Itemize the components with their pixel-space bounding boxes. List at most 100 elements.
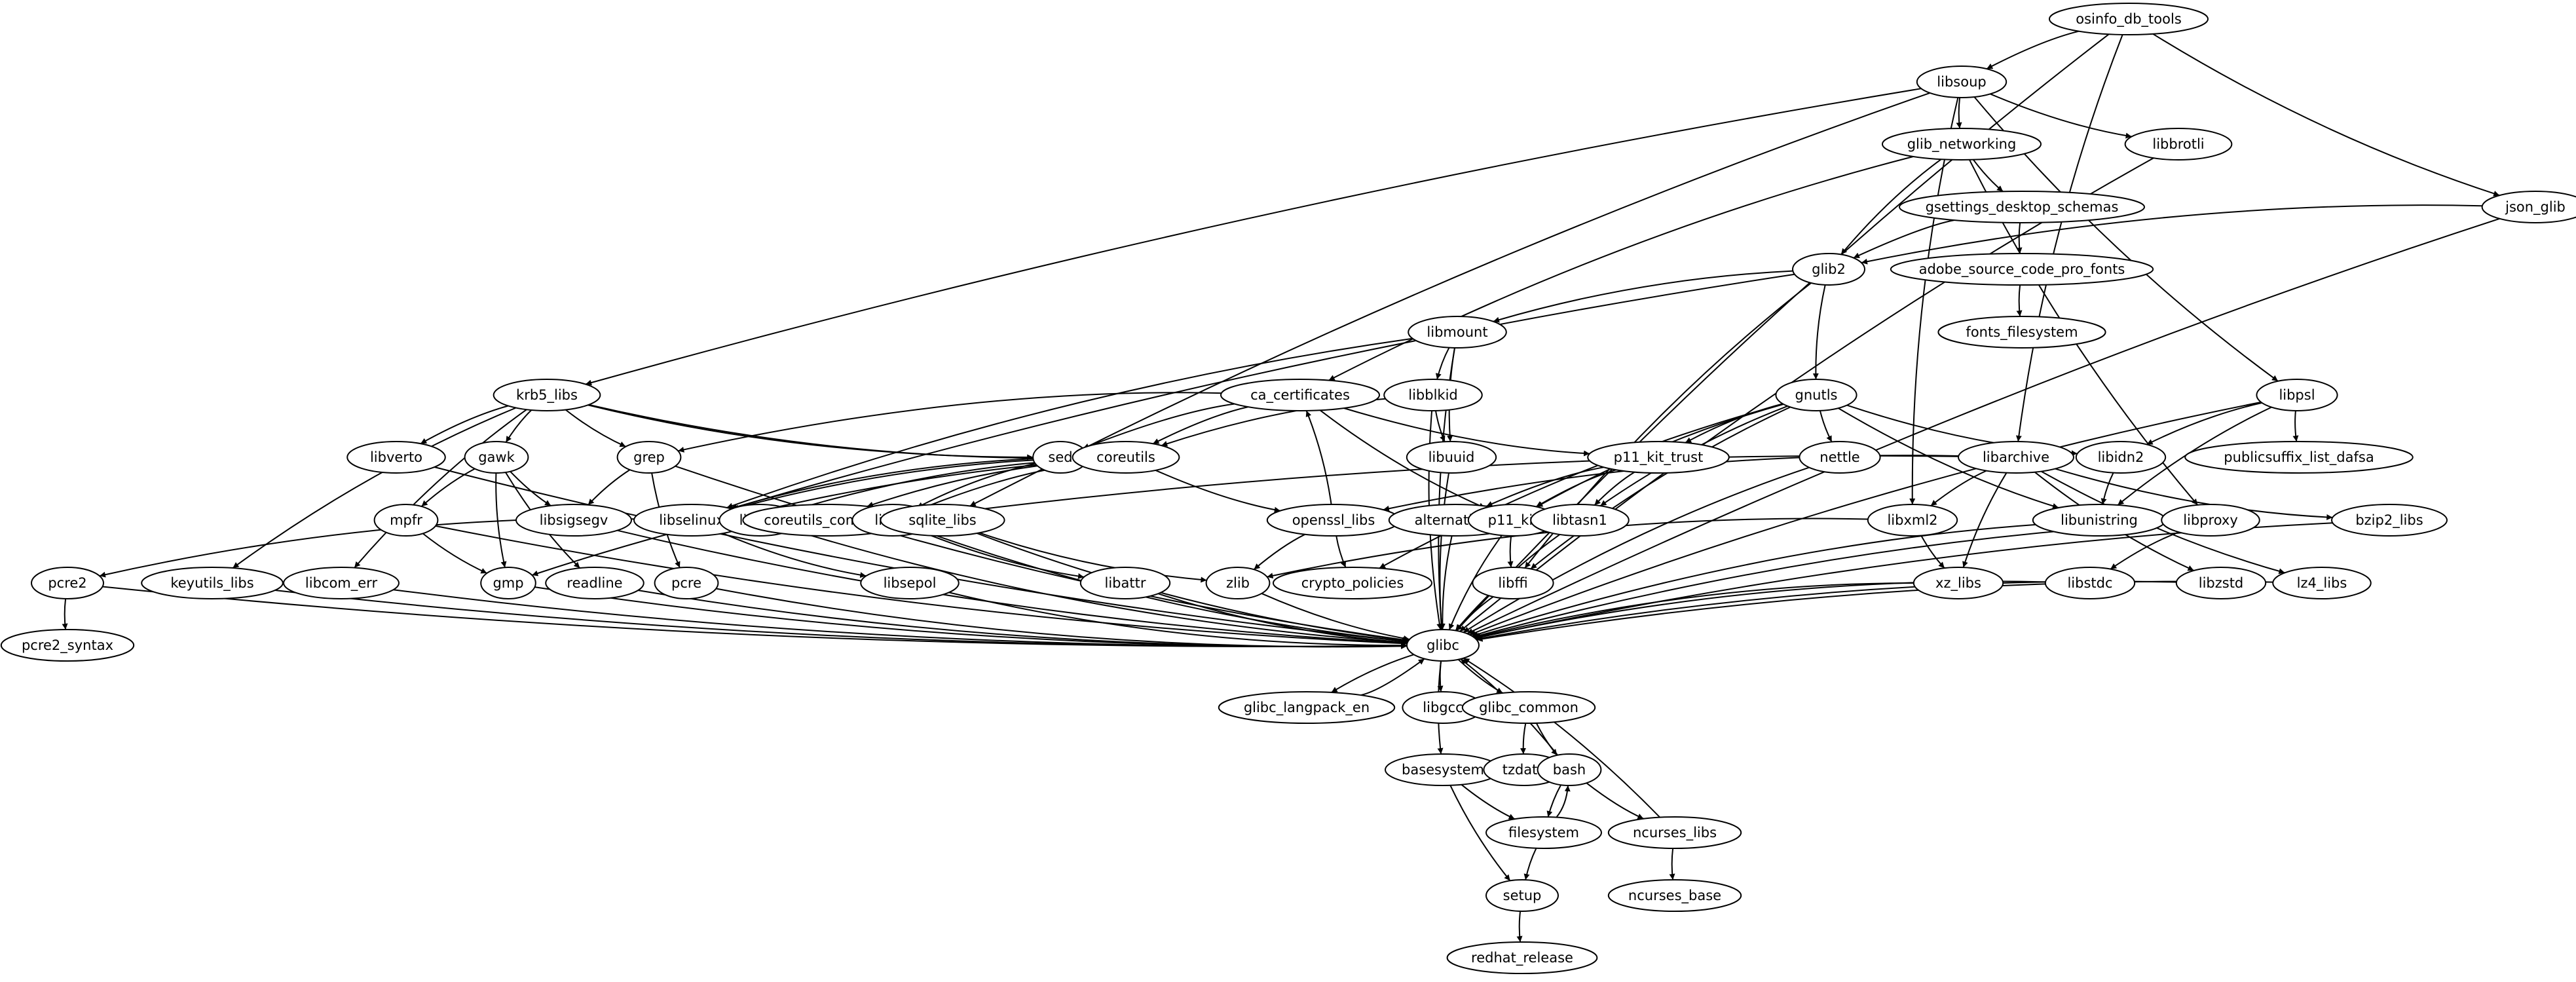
- edge-libarchive-to-libxml2: [1930, 470, 1987, 506]
- edge-gnutls-to-nettle: [1819, 410, 1833, 442]
- edge-json-glib-to-glib2: [1861, 204, 2482, 265]
- node-label: sed: [1048, 449, 1072, 465]
- node-label: libblkid: [1408, 387, 1458, 403]
- edge-krb5-libs-to-coreutils: [588, 404, 1073, 461]
- edge-openssl-libs-to-crypto-policies: [1335, 535, 1347, 568]
- node-label: libgcc: [1423, 700, 1463, 715]
- node-shape: [2481, 191, 2576, 223]
- graph-node-bash: bash: [1537, 753, 1602, 786]
- node-shape: [1799, 441, 1881, 474]
- graph-node-json-glib: json_glib: [2481, 191, 2576, 223]
- graph-node-libcom-err: libcom_err: [283, 567, 400, 599]
- node-label: readline: [567, 575, 622, 591]
- graph-node-krb5-libs: krb5_libs: [493, 379, 601, 411]
- node-shape: [480, 567, 536, 599]
- node-shape: [2256, 379, 2338, 411]
- node-label: libproxy: [2183, 512, 2238, 528]
- node-label: p11_kit_trust: [1614, 449, 1704, 466]
- edge-libuuid-to-glibc: [1438, 472, 1449, 630]
- node-shape: [346, 441, 446, 474]
- node-label: libffi: [1498, 575, 1527, 591]
- graph-node-libidn2: libidn2: [2075, 441, 2167, 474]
- graph-node-libsoup: libsoup: [1916, 66, 2007, 98]
- node-label: pcre2_syntax: [22, 637, 113, 654]
- node-label: bzip2_libs: [2355, 512, 2423, 529]
- edge-xz-libs-to-glibc: [1474, 582, 1914, 639]
- graph-node-nettle: nettle: [1799, 441, 1881, 474]
- graph-node-adobe-source-code-pro-fonts: adobe_source_code_pro_fonts: [1890, 253, 2154, 286]
- graph-node-gsettings-desktop-schemas: gsettings_desktop_schemas: [1899, 191, 2145, 223]
- node-shape: [515, 504, 632, 537]
- node-label: libmount: [1427, 324, 1487, 340]
- graph-node-lz4-libs: lz4_libs: [2272, 567, 2372, 599]
- graph-node-libpsl: libpsl: [2256, 379, 2338, 411]
- node-shape: [1882, 128, 2042, 161]
- edge-openssl-libs-to-zlib: [1253, 533, 1305, 571]
- graph-node-ca-certificates: ca_certificates: [1220, 379, 1380, 411]
- node-label: ncurses_libs: [1633, 825, 1717, 841]
- edge-libcap-to-glibc: [791, 529, 1408, 646]
- edge-libpsl-to-libidn2: [2146, 402, 2262, 445]
- graph-node-filesystem: filesystem: [1485, 816, 1602, 849]
- edge-glib2-to-libmount: [1493, 270, 1793, 323]
- edge-ca-certificates-to-coreutils: [1152, 406, 1248, 445]
- edge-ca-certificates-to-sed: [1083, 403, 1235, 449]
- node-shape: [2272, 567, 2372, 599]
- node-shape: [1406, 441, 1497, 474]
- node-shape: [2049, 3, 2209, 35]
- node-label: libcom_err: [305, 575, 378, 592]
- graph-node-gmp: gmp: [480, 567, 536, 599]
- node-label: gnutls: [1795, 387, 1838, 403]
- node-label: libxml2: [1887, 512, 1937, 528]
- edge-libblkid-to-libuuid: [1435, 410, 1446, 442]
- edge-libxml2-to-xz-libs: [1920, 535, 1945, 569]
- node-shape: [2044, 567, 2136, 599]
- node-label: libpsl: [2279, 387, 2315, 403]
- node-shape: [1383, 379, 1483, 411]
- node-shape: [1485, 879, 1559, 912]
- edge-libselinux-to-libsepol: [722, 533, 867, 578]
- graph-node-mpfr: mpfr: [373, 504, 439, 537]
- graph-node-glib2: glib2: [1792, 253, 1865, 286]
- node-shape: [31, 567, 104, 599]
- graph-node-libsigsegv: libsigsegv: [515, 504, 632, 537]
- graph-node-ncurses-libs: ncurses_libs: [1607, 816, 1742, 849]
- edge-libacl-to-glibc: [922, 530, 1408, 644]
- node-label: filesystem: [1508, 825, 1579, 840]
- edge-glibc-langpack-en-to-glibc: [1360, 658, 1425, 696]
- edge-sqlite-libs-to-zlib: [979, 532, 1207, 583]
- edge-gawk-to-libsigsegv: [510, 470, 551, 506]
- edge-osinfo-db-tools-to-glibc: [1455, 33, 2110, 632]
- node-label: xz_libs: [1935, 575, 1981, 592]
- edge-krb5-libs-to-keyutils-libs: [232, 407, 517, 569]
- node-shape: [860, 567, 960, 599]
- graph-node-p11-kit: p11_kit: [1467, 504, 1559, 537]
- edge-basesystem-to-setup: [1449, 785, 1511, 882]
- graph-node-p11-kit-trust: p11_kit_trust: [1587, 441, 1730, 474]
- edge-p11-kit-to-libffi: [1507, 535, 1514, 568]
- node-shape: [1079, 567, 1171, 599]
- node-shape: [0, 629, 135, 662]
- graph-node-libunistring: libunistring: [2032, 504, 2167, 537]
- node-shape: [1072, 441, 1180, 474]
- edge-adobe-source-code-pro-fonts-to-fonts-filesystem: [2016, 284, 2023, 317]
- node-shape: [1485, 816, 1602, 849]
- node-label: redhat_release: [1471, 950, 1573, 966]
- edge-openssl-libs-to-ca-certificates: [1305, 410, 1332, 505]
- graph-node-libbrotli: libbrotli: [2124, 128, 2233, 161]
- graph-node-pcre2-syntax: pcre2_syntax: [0, 629, 135, 662]
- edge-glibc-to-glibc-langpack-en: [1331, 654, 1414, 693]
- node-shape: [1607, 816, 1742, 849]
- edge-ncurses-libs-to-glibc: [1463, 657, 1660, 818]
- graph-node-readline: readline: [545, 567, 644, 599]
- edge-libarchive-to-lz4-libs: [2041, 470, 2285, 575]
- edge-ca-certificates-to-p11-kit-trust: [1343, 407, 1590, 457]
- edge-libunistring-to-glibc: [1472, 523, 2036, 637]
- node-shape: [2331, 504, 2448, 537]
- graph-node-publicsuffix-list-dafsa: publicsuffix_list_dafsa: [2184, 441, 2414, 474]
- edge-gnutls-to-libunistring: [1838, 407, 2059, 509]
- node-shape: [1472, 567, 1554, 599]
- graph-node-libproxy: libproxy: [2161, 504, 2260, 537]
- edge-alternatives-to-glibc: [1439, 535, 1453, 630]
